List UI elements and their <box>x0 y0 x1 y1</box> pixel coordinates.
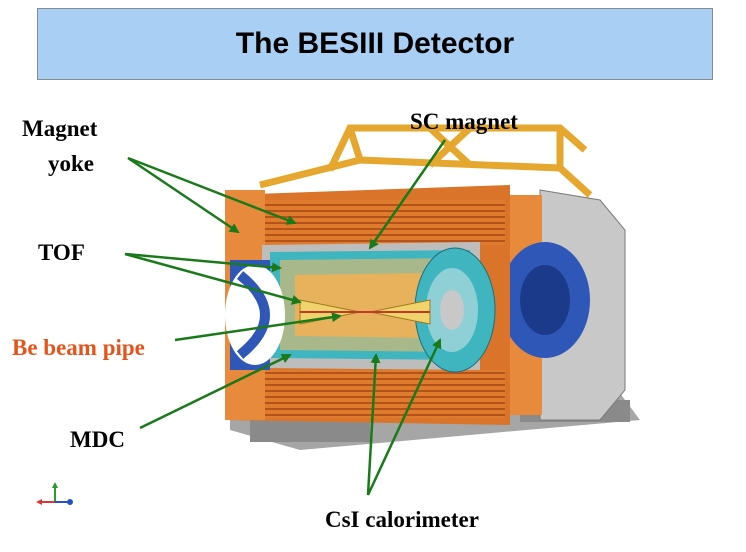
label-csi-calorimeter: CsI calorimeter <box>325 507 479 532</box>
title-box: The BESIII Detector <box>37 8 713 80</box>
label-sc-magnet: SC magnet <box>410 109 518 134</box>
mdc-chamber <box>280 258 460 352</box>
arrow-csi-2 <box>366 338 442 496</box>
leader-arrows <box>124 139 447 496</box>
axis-triad-icon <box>36 482 73 505</box>
arrow-mdc <box>139 353 292 430</box>
label-magnet-yoke-line1: Magnet <box>22 116 98 141</box>
right-endcap <box>500 189 626 421</box>
label-magnet-yoke-line2: yoke <box>48 151 94 176</box>
arrow-csi-1 <box>366 353 381 496</box>
arrow-yoke-1 <box>127 156 240 234</box>
label-be-beam-pipe: Be beam pipe <box>12 335 145 360</box>
page-title: The BESIII Detector <box>235 27 515 60</box>
arrow-tof-2 <box>124 252 302 305</box>
label-mdc: MDC <box>70 427 125 452</box>
label-tof: TOF <box>38 240 85 265</box>
arrow-tof-1 <box>124 252 282 273</box>
arrow-beam-pipe <box>174 312 342 342</box>
arrow-sc-magnet <box>368 139 447 250</box>
arrow-yoke-2 <box>127 156 297 225</box>
left-endcap <box>225 260 285 370</box>
support-frame <box>259 124 593 198</box>
